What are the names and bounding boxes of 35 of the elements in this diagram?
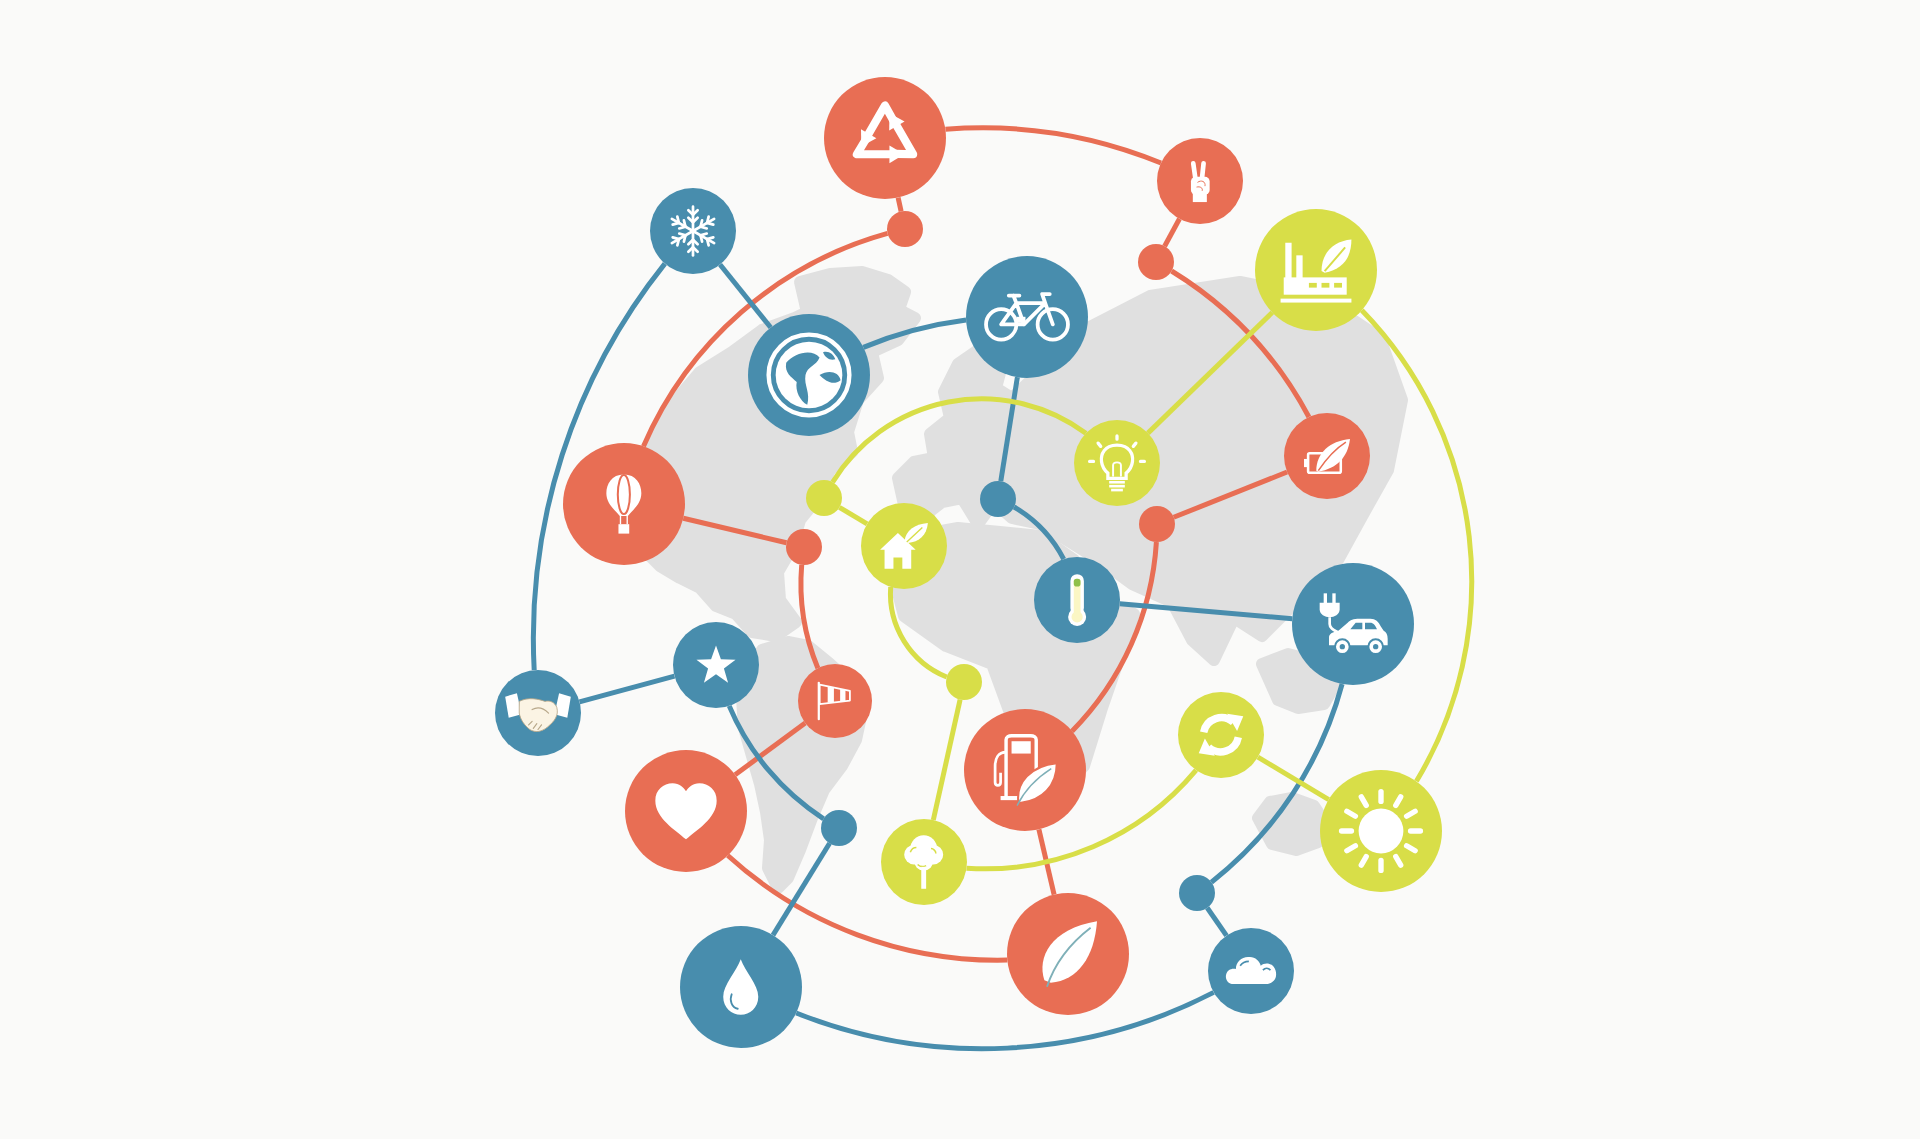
- connector-line: [726, 704, 826, 821]
- junction-dot: [946, 664, 982, 700]
- connector-line: [718, 262, 773, 330]
- connector-line: [838, 505, 869, 527]
- junction-dot: [1179, 875, 1215, 911]
- connector-line: [798, 564, 821, 669]
- connector-line: [1036, 828, 1057, 896]
- connector-line: [1070, 541, 1159, 733]
- connector-line: [1146, 310, 1274, 435]
- connector-line: [1012, 504, 1066, 561]
- connector-line: [1172, 469, 1289, 520]
- connector-line: [830, 396, 1088, 484]
- connector-line: [795, 990, 1215, 1052]
- connector-line: [531, 262, 667, 671]
- connector-line: [1205, 906, 1229, 938]
- connector-line: [578, 673, 676, 705]
- connector-line: [770, 842, 832, 937]
- connector-line: [945, 125, 1162, 166]
- connector-line: [682, 515, 788, 546]
- connector-line: [895, 197, 904, 212]
- connector-line: [1256, 754, 1330, 802]
- connector-line: [930, 699, 963, 821]
- connector-line: [966, 768, 1198, 871]
- junction-dot: [887, 211, 923, 247]
- junction-dot: [786, 529, 822, 565]
- connector-line: [733, 721, 807, 777]
- connector-line: [998, 376, 1020, 482]
- connector-line: [1162, 217, 1182, 248]
- connector-line: [1170, 268, 1312, 419]
- connector-line: [726, 853, 1008, 963]
- connector-line: [888, 586, 948, 680]
- junction-dot: [821, 810, 857, 846]
- connector-line: [1359, 308, 1474, 783]
- junction-dot: [1138, 244, 1174, 280]
- connector-line: [1119, 601, 1293, 622]
